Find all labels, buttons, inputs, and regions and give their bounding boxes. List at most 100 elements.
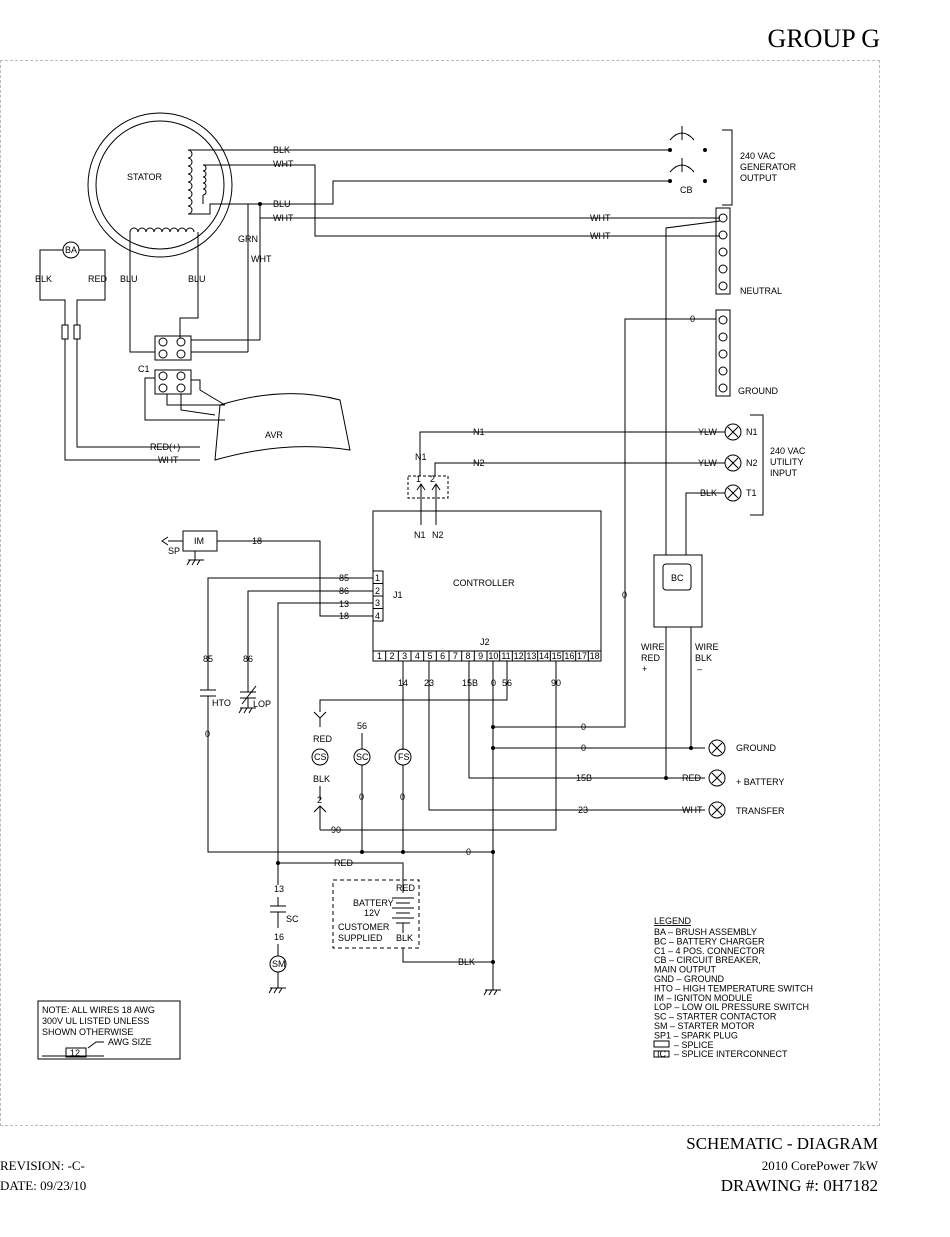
battery-text: SUPPLIED: [338, 933, 383, 943]
battery-charger: BC WIRE RED + WIRE BLK –: [641, 554, 719, 780]
j2-wiring: 14 23 15B 0 56 90 0 0 15B 23 90 0: [319, 661, 705, 990]
revision-label: REVISION: -C-: [0, 1158, 85, 1173]
utility-label: 240 VAC: [770, 446, 806, 456]
j1-label: J1: [393, 590, 403, 600]
j2-pin: 14: [539, 651, 549, 661]
wire-blk-label: –: [697, 664, 702, 674]
ground-bar-label: GROUND: [738, 386, 778, 396]
j2-pin: 16: [564, 651, 574, 661]
j2-pin: 3: [402, 651, 407, 661]
stator: STATOR: [87, 112, 233, 258]
wire-label: BLU: [273, 199, 291, 209]
note-box: NOTE: ALL WIRES 18 AWG 300V UL LISTED UN…: [37, 1000, 181, 1060]
wire-label: BLU: [120, 274, 138, 284]
date-label: DATE: 09/23/10: [0, 1178, 87, 1193]
wire-label: WHT: [273, 213, 294, 223]
wire-label: 0: [690, 314, 695, 324]
circuit-breaker: CB 240 VAC GENERATOR OUTPUT: [668, 126, 797, 206]
wire-label: 90: [551, 678, 561, 688]
terminal-n1: N1: [746, 427, 758, 437]
c1-label: C1: [138, 364, 150, 374]
utility-label: INPUT: [770, 468, 798, 478]
wire-red-label: RED: [641, 653, 661, 663]
avr-label: AVR: [265, 430, 283, 440]
utility-input: N1 N2 YLW YLW BLK N1 N2 T1 240 VAC UTILI…: [407, 414, 806, 555]
wire-label: 0: [622, 590, 627, 600]
wire-label: 18: [252, 536, 262, 546]
j2-pin: 5: [427, 651, 432, 661]
j2-label: J2: [480, 637, 490, 647]
wire-label: 0: [581, 743, 586, 753]
terminal-ground: GROUND: [736, 743, 776, 753]
legend-item: HTO – HIGH TEMPERATURE SWITCH: [654, 983, 813, 993]
battery-red-label: RED: [396, 883, 416, 893]
j2-pin: 18: [590, 651, 600, 661]
terminal-battery: + BATTERY: [736, 777, 784, 787]
wire-blk-label: BLK: [695, 653, 712, 663]
cs-label: CS: [314, 752, 327, 762]
wire-label: 14: [398, 678, 408, 688]
terminals: RED WHT GROUND + BATTERY TRANSFER: [682, 739, 785, 819]
wire-label: 0: [491, 678, 496, 688]
n1-connector-label: N1: [415, 452, 427, 462]
neutral-bar: NEUTRAL: [665, 207, 782, 555]
note-line: NOTE: ALL WIRES 18 AWG: [42, 1005, 155, 1015]
gen-output-label: GENERATOR: [740, 162, 797, 172]
n2-bottom-label: N2: [432, 530, 444, 540]
j2-pin: 6: [440, 651, 445, 661]
wire-label: WHT: [590, 231, 611, 241]
wire-label: 15B: [576, 773, 592, 783]
terminal-t1: T1: [746, 488, 757, 498]
legend-item: MAIN OUTPUT: [654, 965, 717, 975]
wire-label: 0: [400, 792, 405, 802]
wire-label: YLW: [698, 427, 717, 437]
wire-label: BLU: [188, 274, 206, 284]
legend-item: – SPLICE INTERCONNECT: [674, 1049, 788, 1059]
hto-label: HTO: [212, 698, 231, 708]
wire-label: N2: [473, 458, 485, 468]
svg-text:1: 1: [416, 474, 421, 484]
j2-pin: 1: [377, 651, 382, 661]
j2-pin: 13: [526, 651, 536, 661]
cb-label: CB: [680, 185, 693, 195]
j2-pin: 11: [501, 651, 510, 661]
battery-text: CUSTOMER: [338, 922, 390, 932]
wire-label: 85: [339, 573, 349, 583]
wire-label: WHT: [158, 455, 179, 465]
wire-label: GRN: [238, 234, 258, 244]
model-label: 2010 CorePower 7kW: [761, 1158, 878, 1173]
avr: AVR: [214, 393, 351, 461]
wire-label: YLW: [698, 458, 717, 468]
awg-number: 12: [70, 1048, 80, 1058]
battery-blk-label: BLK: [396, 933, 413, 943]
j1-pin: 3: [375, 598, 380, 608]
svg-text:2: 2: [430, 474, 435, 484]
legend-item: SP1 – SPARK PLUG: [654, 1030, 738, 1040]
wire-label: 56: [357, 721, 367, 731]
n1-bottom-label: N1: [414, 530, 426, 540]
schematic-title: SCHEMATIC - DIAGRAM: [686, 1134, 878, 1153]
note-line: SHOWN OTHERWISE: [42, 1027, 133, 1037]
wire-label: WHT: [251, 254, 272, 264]
legend-item: LOP – LOW OIL PRESSURE SWITCH: [654, 1002, 809, 1012]
group-label: GROUP G: [767, 24, 880, 53]
wire-label: 90: [331, 825, 341, 835]
drawing-number: DRAWING #: 0H7182: [720, 1176, 878, 1195]
j2-pin: 7: [453, 651, 458, 661]
legend-item: BC – BATTERY CHARGER: [654, 936, 765, 946]
actuators: RED CS BLK 2 56 SC 0 FS 0: [311, 711, 412, 854]
j2-pin: 12: [514, 651, 524, 661]
wire-label: WHT: [273, 159, 294, 169]
terminal-transfer: TRANSFER: [736, 806, 785, 816]
legend-item: BA – BRUSH ASSEMBLY: [654, 927, 757, 937]
j2-pin: 17: [577, 651, 587, 661]
wire-label: RED: [88, 274, 108, 284]
battery-text: 12V: [364, 908, 380, 918]
wire-label: 56: [502, 678, 512, 688]
svg-text:IC: IC: [657, 1049, 667, 1059]
j1-pin: 1: [375, 573, 380, 583]
wire-label: 86: [243, 654, 253, 664]
wire-label: 13: [339, 599, 349, 609]
legend-item: SM – STARTER MOTOR: [654, 1021, 755, 1031]
wire-label: RED: [682, 773, 702, 783]
